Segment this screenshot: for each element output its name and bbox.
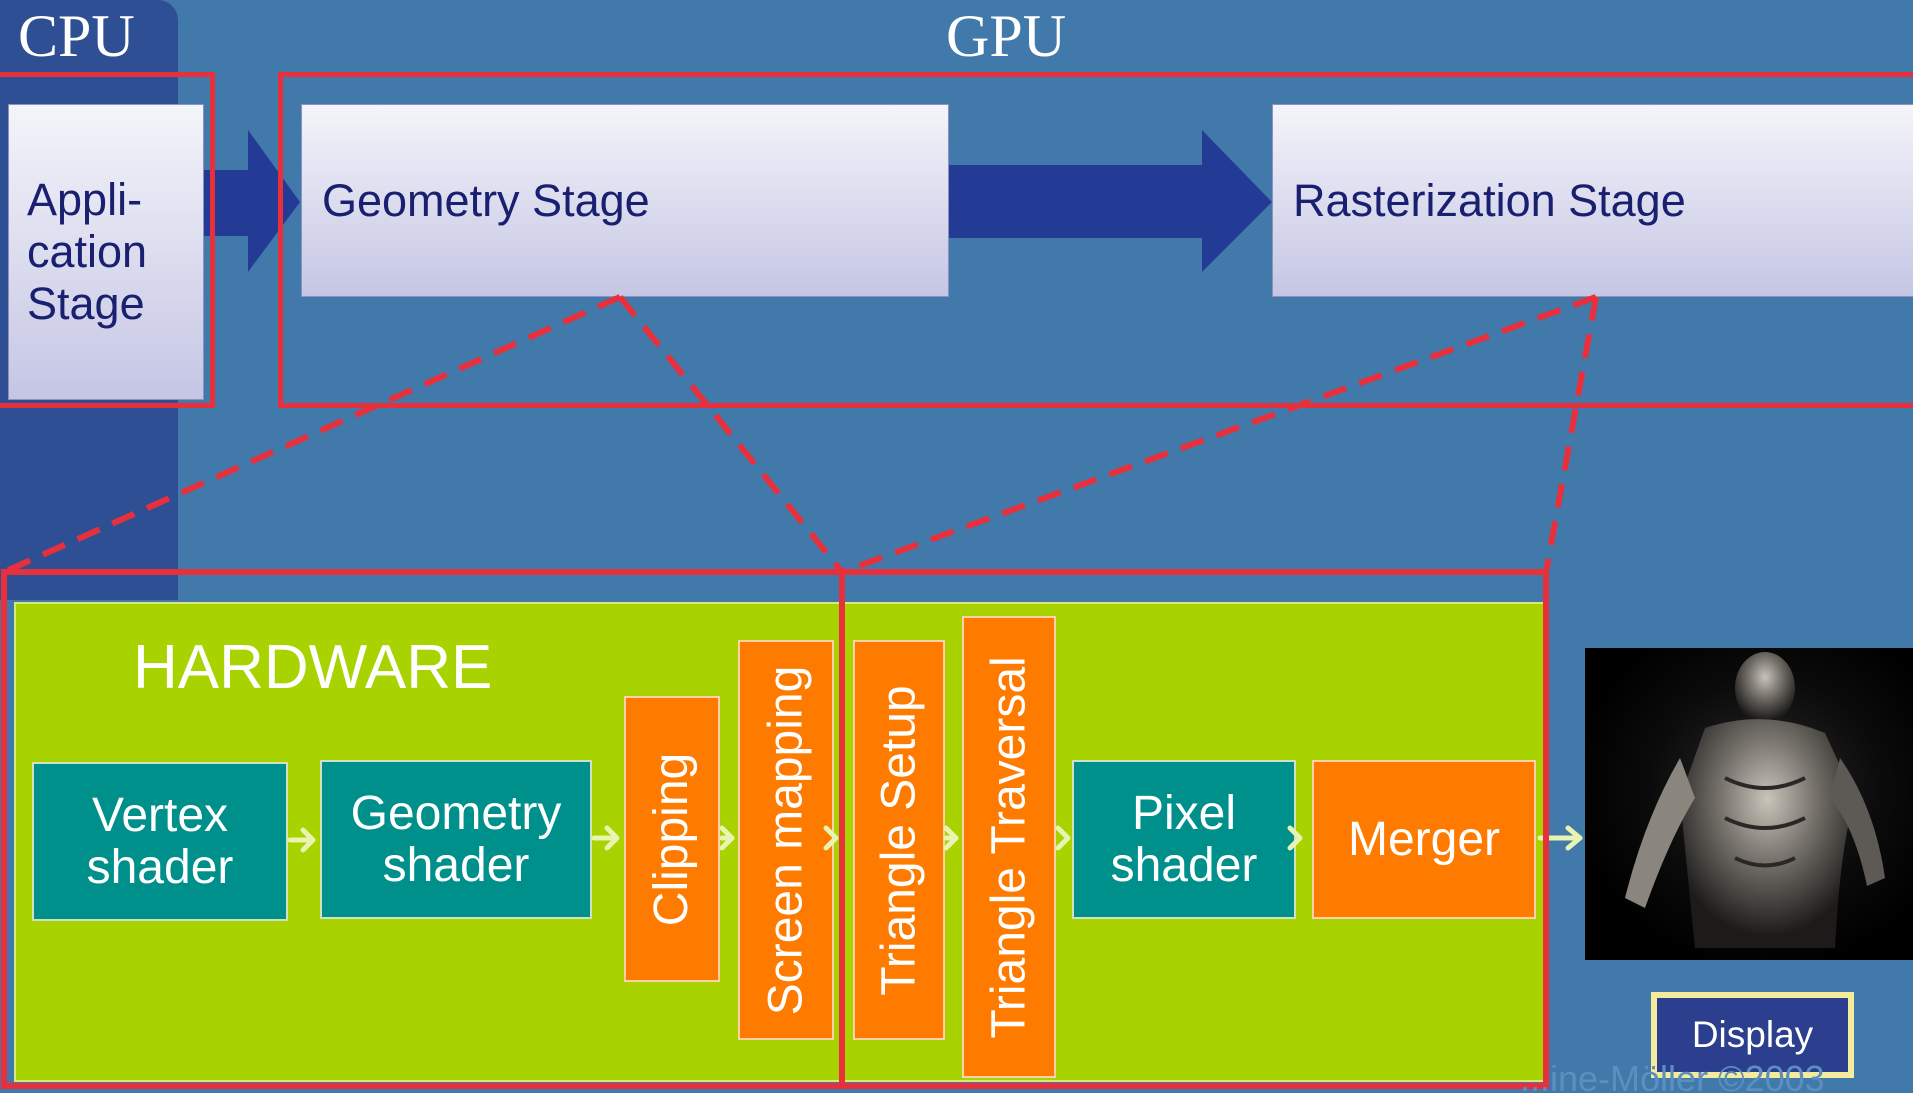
gpu-highlight-box <box>278 72 1913 408</box>
geometry-to-raster-arrow <box>948 130 1272 272</box>
character-figure-icon <box>1625 652 1885 948</box>
application-stage-box: Appli- cation Stage <box>8 104 204 400</box>
chevron-icon-5 <box>943 825 959 851</box>
cpu-highlight-box <box>0 72 215 408</box>
chevron-icon-6 <box>1055 825 1071 851</box>
chevron-icon-4 <box>823 825 839 851</box>
triangle-traversal-box: Triangle Traversal <box>962 616 1056 1078</box>
rasterization-stage-box: Rasterization Stage <box>1272 104 1913 297</box>
geometry-stage-box: Geometry Stage <box>301 104 949 297</box>
clipping-box: Clipping <box>624 696 720 982</box>
rasterization-hardware-box <box>839 569 1549 1089</box>
geometry-right-dash <box>617 295 845 574</box>
chevron-icon-3 <box>719 825 735 851</box>
gpu-header: GPU <box>946 3 1067 69</box>
chevron-icon-2 <box>591 825 620 851</box>
pixel-shader-box: Pixel shader <box>1072 760 1296 919</box>
geometry-left-dash <box>2 294 622 575</box>
rendered-character-image <box>1585 648 1913 960</box>
chevron-icon-1 <box>287 827 316 853</box>
raster-left-dash <box>840 294 1598 575</box>
merger-box: Merger <box>1312 760 1536 919</box>
cpu-header: CPU <box>18 3 135 69</box>
triangle-setup-box: Triangle Setup <box>853 640 945 1040</box>
copyright-watermark: ...ine-Möller ©2003 <box>1520 1058 1825 1093</box>
geometry-hardware-box <box>1 569 845 1089</box>
chevron-icon-7 <box>1287 825 1303 851</box>
vertex-shader-box: Vertex shader <box>32 762 288 921</box>
app-to-geometry-arrow <box>180 130 300 272</box>
hardware-title: HARDWARE <box>133 633 493 702</box>
display-button[interactable]: Display <box>1651 992 1854 1078</box>
geometry-shader-box: Geometry shader <box>320 760 592 919</box>
raster-right-dash <box>1543 296 1599 573</box>
